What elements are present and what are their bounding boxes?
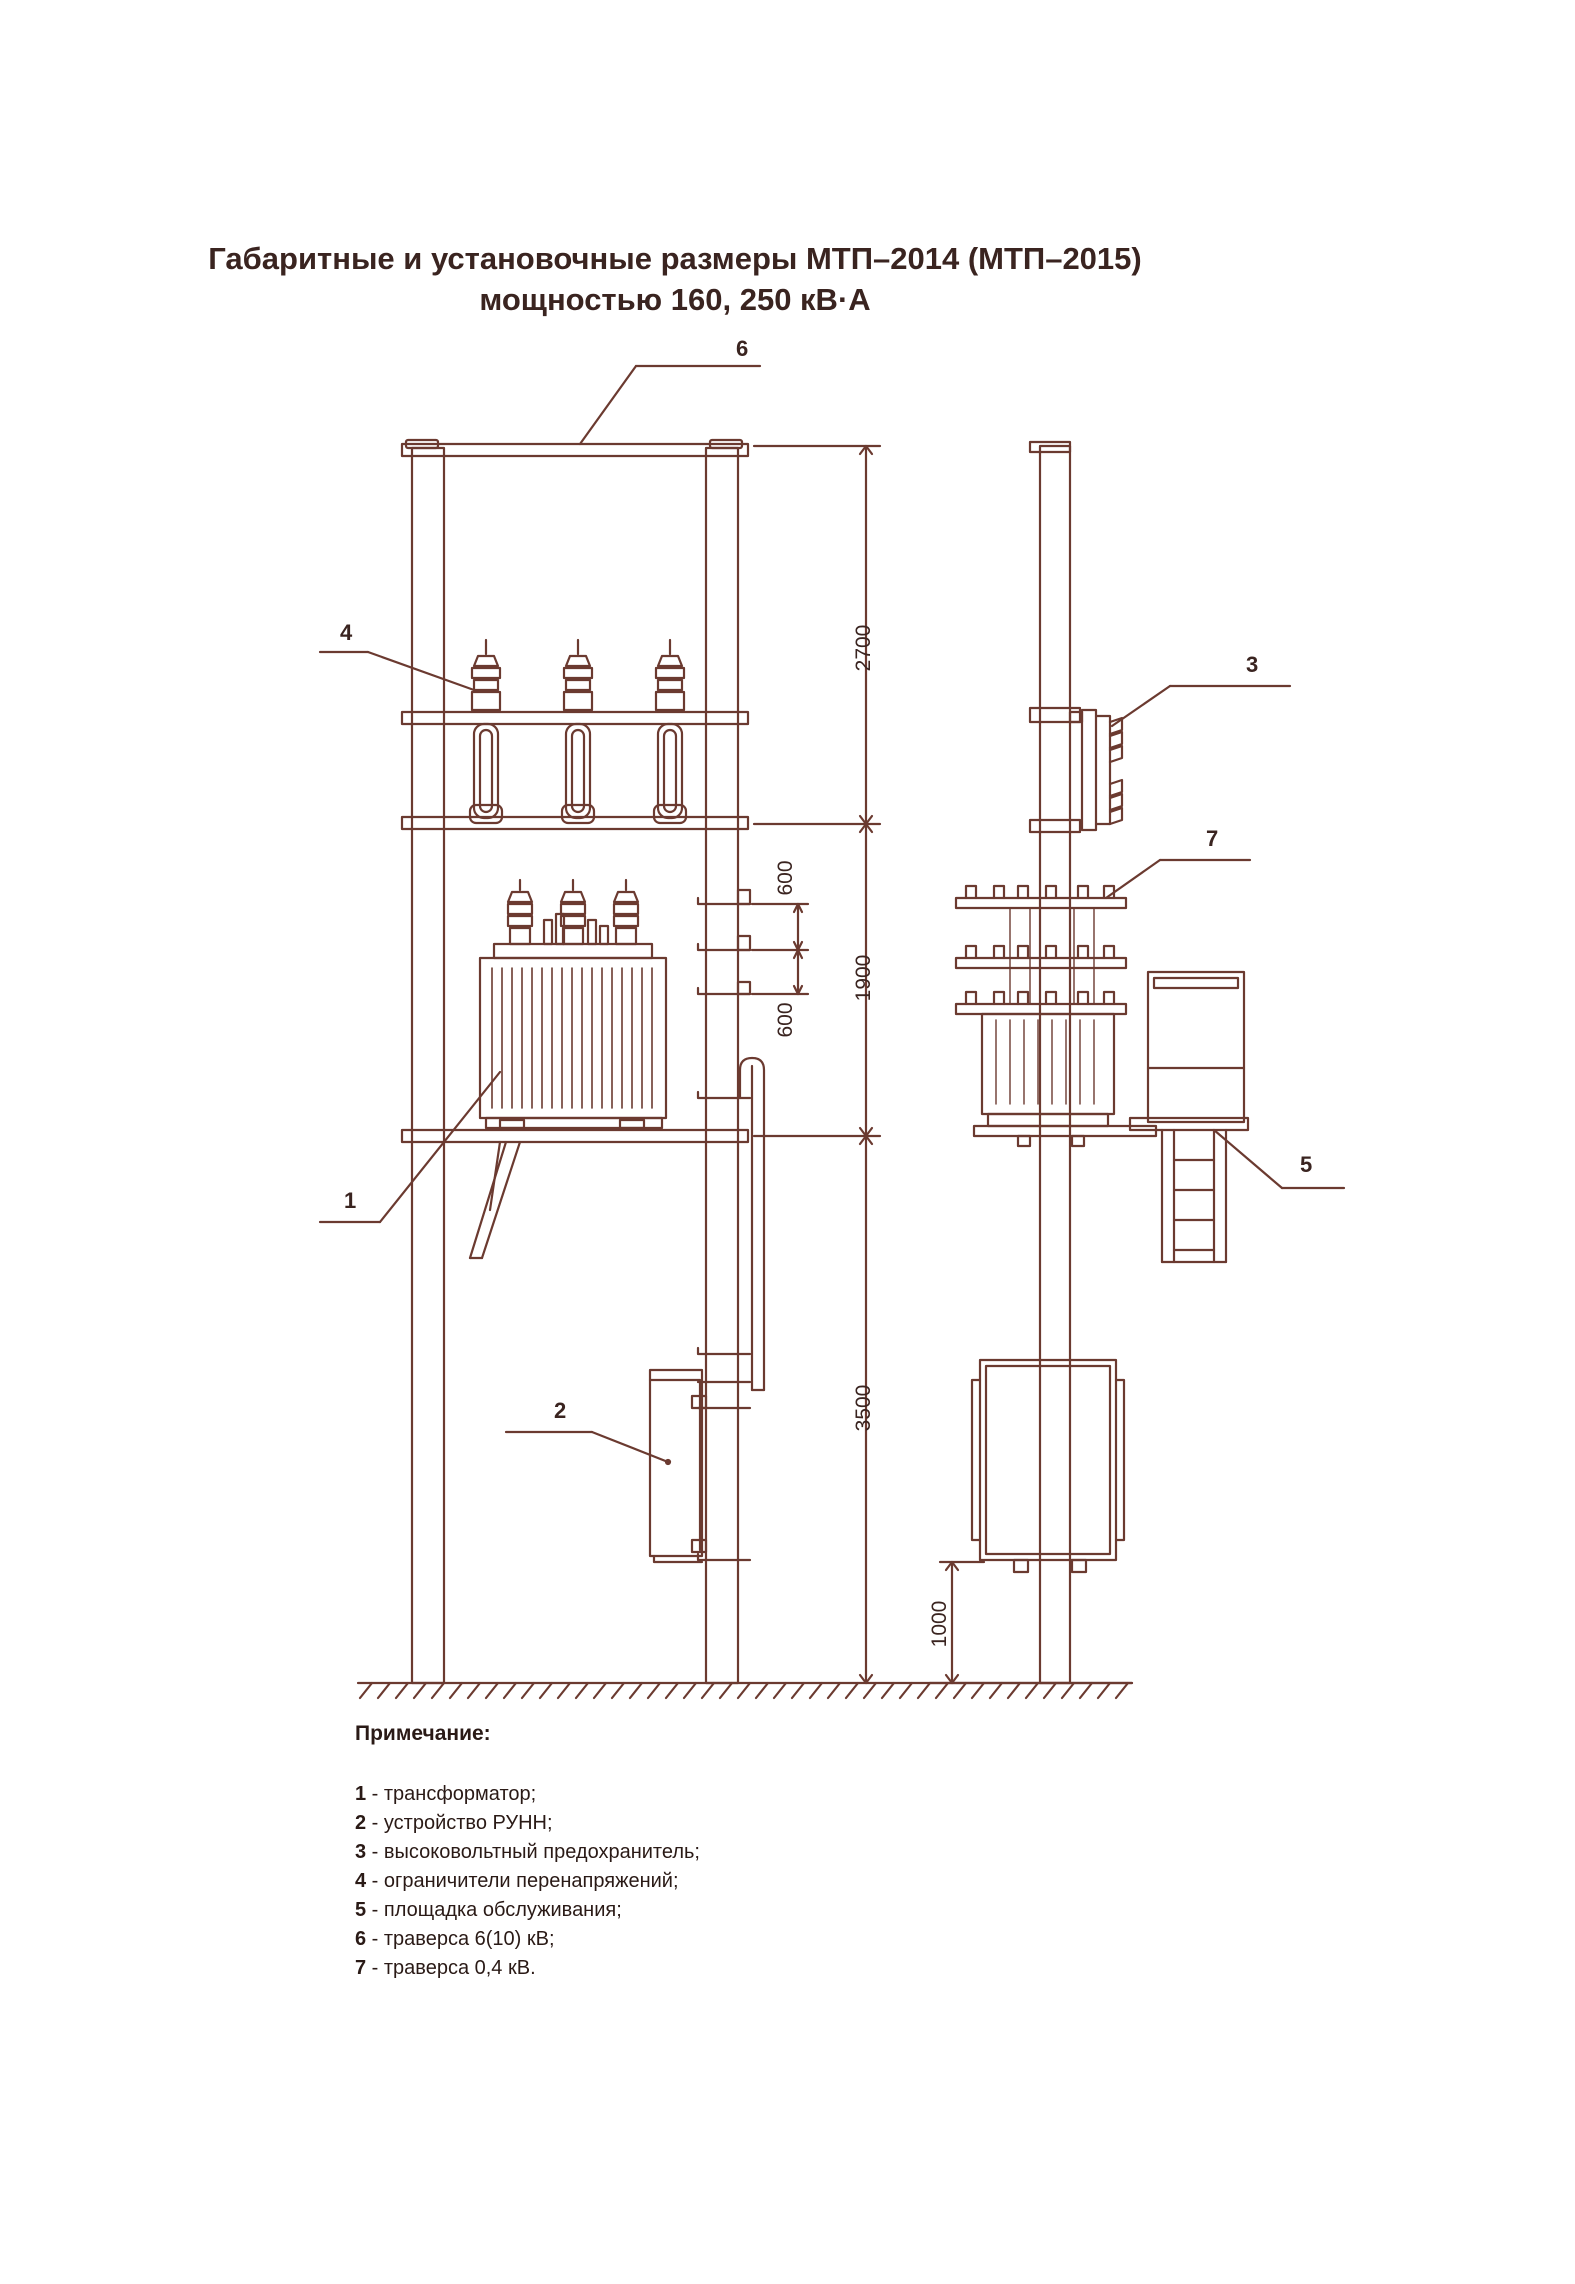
note-item-3: 3 - высоковольтный предохранитель; xyxy=(355,1838,700,1867)
note-num: 6 xyxy=(355,1928,367,1950)
title-line-1: Габаритные и установочные размеры МТП–20… xyxy=(208,241,1142,276)
dim-1000: 1000 xyxy=(928,1601,951,1648)
note-text: - высоковольтный предохранитель; xyxy=(366,1841,700,1863)
note-text: - трансформатор; xyxy=(366,1783,537,1805)
service-platform xyxy=(1128,970,1250,1264)
callout-1: 1 xyxy=(344,1188,356,1213)
notes-heading: Примечание: xyxy=(355,1722,491,1745)
callout-4: 4 xyxy=(340,620,353,645)
note-item-2: 2 - устройство РУНН; xyxy=(355,1809,700,1838)
note-item-4: 4 - ограничители перенапряжений; xyxy=(355,1867,700,1896)
ground-line-front xyxy=(356,1681,1134,1700)
callout-7: 7 xyxy=(1206,826,1218,851)
note-num: 5 xyxy=(355,1899,367,1921)
dim-1900: 1900 xyxy=(852,955,875,1002)
note-text: - ограничители перенапряжений; xyxy=(366,1870,679,1892)
dim-3500: 3500 xyxy=(852,1385,875,1432)
side-pole xyxy=(1038,444,1072,1685)
note-num: 1 xyxy=(355,1783,367,1805)
dimension-1000 xyxy=(938,1560,986,1685)
title-line-2: мощностью 160, 250 кВ·А xyxy=(479,282,871,317)
callout-leaders xyxy=(318,364,1346,1464)
note-text: - площадка обслуживания; xyxy=(366,1899,622,1921)
surge-arresters xyxy=(468,638,688,825)
notes-block: Примечание: 1 - трансформатор; 2 - устро… xyxy=(355,1722,700,1983)
note-text: - траверса 0,4 кВ. xyxy=(366,1957,536,1979)
front-pole-right xyxy=(704,446,740,1685)
note-item-7: 7 - траверса 0,4 кВ. xyxy=(355,1954,700,1983)
note-num: 2 xyxy=(355,1812,367,1834)
transformer-platform xyxy=(400,1128,750,1260)
note-text: - устройство РУНН; xyxy=(366,1812,553,1834)
note-item-1: 1 - трансформатор; xyxy=(355,1780,700,1809)
note-num: 4 xyxy=(355,1870,367,1892)
note-item-5: 5 - площадка обслуживания; xyxy=(355,1896,700,1925)
front-pole-left xyxy=(410,446,446,1685)
diagram-title: Габаритные и установочные размеры МТП–20… xyxy=(0,238,1350,320)
transformer xyxy=(478,878,668,1130)
note-item-6: 6 - траверса 6(10) кВ; xyxy=(355,1925,700,1954)
runn-cabinet-side xyxy=(970,1358,1126,1574)
note-num: 3 xyxy=(355,1841,367,1863)
dim-600-upper: 600 xyxy=(774,860,797,895)
note-text: - траверса 6(10) кВ; xyxy=(366,1928,555,1950)
callout-2: 2 xyxy=(554,1398,566,1423)
dimension-lines-front xyxy=(750,444,882,1685)
dim-600-lower: 600 xyxy=(774,1002,797,1037)
dim-2700: 2700 xyxy=(852,625,875,672)
transformer-side xyxy=(972,1012,1158,1148)
traverse-6kv-front xyxy=(400,438,750,458)
callout-6: 6 xyxy=(736,336,748,361)
runn-cabinet xyxy=(648,1368,708,1564)
note-num: 7 xyxy=(355,1957,367,1979)
side-pole-cap xyxy=(1028,440,1072,454)
hv-fuse xyxy=(1028,706,1124,834)
cable-riser xyxy=(738,1056,766,1392)
callout-5: 5 xyxy=(1300,1152,1312,1177)
callout-3: 3 xyxy=(1246,652,1258,677)
